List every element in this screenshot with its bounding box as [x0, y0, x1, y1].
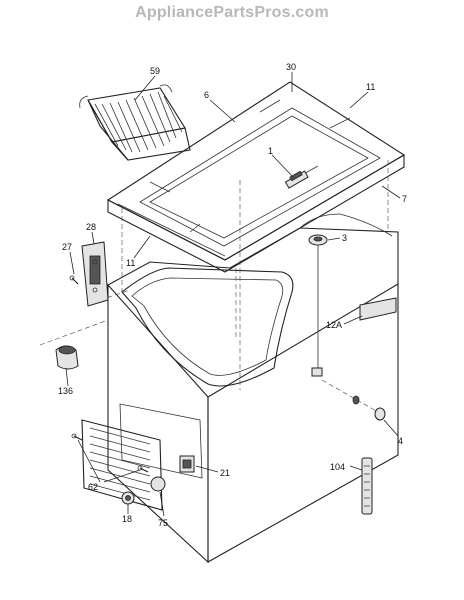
callout-12a: 12A [326, 320, 342, 330]
compressor-plate [119, 403, 203, 479]
basket-wires [94, 91, 183, 153]
callout-18: 18 [122, 514, 132, 524]
callout-62: 62 [88, 482, 98, 492]
callout-59: 59 [150, 66, 160, 76]
lid-handle-grip [289, 170, 303, 182]
machine-grille [81, 403, 203, 511]
relay [179, 455, 195, 473]
callout-27: 27 [62, 242, 72, 252]
callout-11-bottom: 11 [126, 258, 135, 268]
lid-gasket-segments [117, 99, 351, 257]
callout-4: 4 [398, 436, 403, 446]
callout-3: 3 [342, 233, 347, 243]
cabinet-side-face [207, 283, 399, 563]
hinge [81, 241, 109, 307]
basket-handle-left [79, 95, 89, 109]
liner-back-edge [299, 213, 393, 237]
heater-strip [361, 457, 373, 515]
callout-1: 1 [268, 146, 273, 156]
callout-30: 30 [286, 62, 296, 72]
cabinet-top-rim [107, 227, 399, 286]
storage-basket [79, 84, 191, 161]
grille-louvers [89, 427, 151, 501]
basket-side [110, 127, 191, 161]
heater-strip-body [361, 457, 373, 515]
callout-11-top: 11 [366, 82, 375, 92]
grommet [121, 491, 135, 505]
liner-opening [121, 267, 294, 387]
callout-labels: 59 6 30 11 1 7 3 11 28 27 136 12A 4 21 6… [58, 62, 407, 528]
hinge-cover [55, 345, 79, 370]
alignment-guides [39, 160, 389, 390]
leader-lines [65, 72, 401, 517]
callout-136: 136 [58, 386, 73, 396]
lid-edge-thickness [107, 154, 405, 273]
hinge-screw [69, 275, 79, 285]
lid-inner-panel [139, 107, 381, 247]
lid-inner-panel-2 [149, 115, 369, 239]
nameplate [359, 297, 397, 321]
cabinet [107, 213, 399, 564]
callout-7: 7 [402, 194, 407, 204]
lid-outer [106, 81, 406, 261]
basket-top [87, 87, 186, 143]
callout-21: 21 [220, 468, 230, 478]
callout-28: 28 [86, 222, 96, 232]
grille-knob [150, 476, 166, 492]
callout-104: 104 [330, 462, 345, 472]
drain-plug [321, 379, 386, 421]
basket-handle-right [159, 84, 173, 93]
hinge-spring [89, 255, 101, 285]
callout-6: 6 [204, 90, 209, 100]
thermostat-knob [308, 234, 328, 377]
grille-frame [81, 419, 163, 511]
watermark: AppliancePartsPros.com [135, 4, 329, 21]
liner-inner-edge [131, 277, 284, 376]
lid-assembly [106, 81, 406, 273]
callout-75: 75 [158, 518, 168, 528]
